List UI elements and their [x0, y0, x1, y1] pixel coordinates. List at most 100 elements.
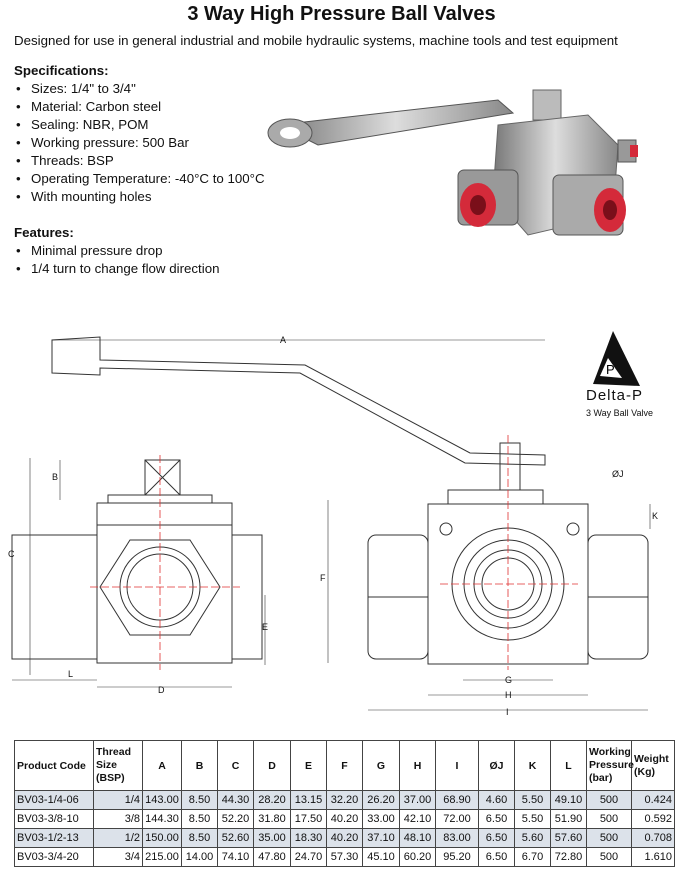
table-cell: 24.70 — [290, 847, 327, 867]
dim-label-a: A — [280, 335, 286, 345]
column-header: Product Code — [14, 740, 94, 791]
column-header: B — [181, 740, 218, 791]
column-header: K — [514, 740, 551, 791]
dim-label-d: D — [158, 685, 165, 695]
table-cell: 6.50 — [478, 828, 515, 848]
table-cell: 95.20 — [435, 847, 479, 867]
table-cell: 72.80 — [550, 847, 587, 867]
table-cell: 49.10 — [550, 790, 587, 810]
technical-drawing: A B C D E F G H I ØJ K L — [8, 335, 658, 717]
table-cell: 500 — [586, 828, 632, 848]
table-cell: 37.00 — [399, 790, 436, 810]
logo-letter: P — [606, 362, 615, 377]
table-cell: 5.50 — [514, 790, 551, 810]
column-header: E — [290, 740, 327, 791]
table-cell: 500 — [586, 847, 632, 867]
table-cell: 1/4 — [93, 790, 143, 810]
list-item: Material: Carbon steel — [14, 98, 265, 116]
table-cell: 0.592 — [631, 809, 675, 829]
dim-label-b: B — [52, 472, 58, 482]
table-cell: 5.50 — [514, 809, 551, 829]
valve-photo — [267, 89, 638, 236]
table-cell: 40.20 — [326, 828, 363, 848]
dim-label-l: L — [68, 669, 73, 679]
triangle-logo-icon: P — [593, 331, 640, 386]
delta-p-logo: P Delta-P 3 Way Ball Valve — [578, 328, 673, 420]
column-header: L — [550, 740, 587, 791]
dim-label-e: E — [262, 622, 268, 632]
table-cell: 52.60 — [217, 828, 254, 848]
logo-brand: Delta-P — [586, 387, 644, 404]
dim-label-g: G — [505, 675, 512, 685]
table-cell: 51.90 — [550, 809, 587, 829]
logo-caption: 3 Way Ball Valve — [586, 408, 654, 418]
list-item: With mounting holes — [14, 188, 265, 206]
table-cell: 40.20 — [326, 809, 363, 829]
table-cell: BV03-1/4-06 — [14, 790, 94, 810]
table-cell: 215.00 — [142, 847, 182, 867]
list-item: Sealing: NBR, POM — [14, 116, 265, 134]
table-cell: 143.00 — [142, 790, 182, 810]
dim-label-i: I — [506, 707, 509, 717]
column-header: I — [435, 740, 479, 791]
table-cell: 1.610 — [631, 847, 675, 867]
column-header: F — [326, 740, 363, 791]
table-cell: BV03-3/8-10 — [14, 809, 94, 829]
table-cell: 57.30 — [326, 847, 363, 867]
table-cell: 18.30 — [290, 828, 327, 848]
table-cell: 44.30 — [217, 790, 254, 810]
table-cell: 45.10 — [362, 847, 400, 867]
list-item: Sizes: 1/4" to 3/4" — [14, 80, 265, 98]
table-cell: BV03-3/4-20 — [14, 847, 94, 867]
table-cell: 13.15 — [290, 790, 327, 810]
table-cell: 72.00 — [435, 809, 479, 829]
dim-label-j: ØJ — [612, 469, 624, 479]
specs-heading: Specifications: — [14, 63, 109, 78]
table-cell: 68.90 — [435, 790, 479, 810]
table-cell: 32.20 — [326, 790, 363, 810]
table-cell: 28.20 — [253, 790, 291, 810]
table-cell: 1/2 — [93, 828, 143, 848]
table-cell: 5.60 — [514, 828, 551, 848]
features-heading: Features: — [14, 225, 74, 240]
dim-label-c: C — [8, 549, 15, 559]
column-header: D — [253, 740, 291, 791]
table-cell: 57.60 — [550, 828, 587, 848]
list-item: Operating Temperature: -40°C to 100°C — [14, 170, 265, 188]
column-header: G — [362, 740, 400, 791]
table-cell: 47.80 — [253, 847, 291, 867]
column-header: Weight (Kg) — [631, 740, 675, 791]
table-cell: 6.70 — [514, 847, 551, 867]
list-item: Minimal pressure drop — [14, 242, 220, 260]
list-item: Working pressure: 500 Bar — [14, 134, 265, 152]
table-cell: 52.20 — [217, 809, 254, 829]
table-cell: BV03-1/2-13 — [14, 828, 94, 848]
column-header: Thread Size (BSP) — [93, 740, 143, 791]
column-header: H — [399, 740, 436, 791]
table-cell: 83.00 — [435, 828, 479, 848]
table-cell: 0.708 — [631, 828, 675, 848]
subtitle: Designed for use in general industrial a… — [14, 33, 618, 48]
table-cell: 8.50 — [181, 809, 218, 829]
table-cell: 6.50 — [478, 809, 515, 829]
specs-list: Sizes: 1/4" to 3/4"Material: Carbon stee… — [14, 80, 265, 206]
column-header: Working Pressure (bar) — [586, 740, 634, 791]
features-list: Minimal pressure drop1/4 turn to change … — [14, 242, 220, 278]
table-cell: 500 — [586, 790, 632, 810]
table-cell: 74.10 — [217, 847, 254, 867]
table-cell: 3/8 — [93, 809, 143, 829]
table-cell: 33.00 — [362, 809, 400, 829]
list-item: 1/4 turn to change flow direction — [14, 260, 220, 278]
page-title: 3 Way High Pressure Ball Valves — [187, 3, 496, 25]
table-cell: 14.00 — [181, 847, 218, 867]
table-cell: 37.10 — [362, 828, 400, 848]
table-cell: 8.50 — [181, 790, 218, 810]
table-cell: 6.50 — [478, 847, 515, 867]
dim-label-f: F — [320, 573, 326, 583]
table-cell: 35.00 — [253, 828, 291, 848]
